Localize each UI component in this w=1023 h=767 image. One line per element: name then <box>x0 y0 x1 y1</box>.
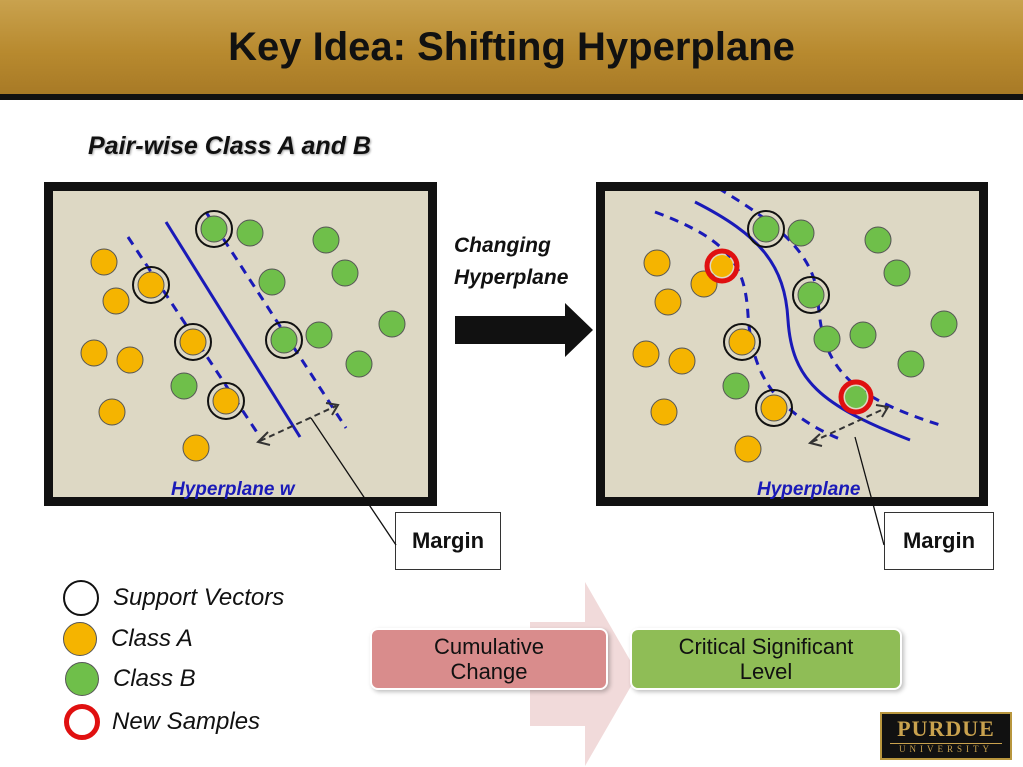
class-a-swatch-icon <box>63 622 97 656</box>
class-b-point <box>258 268 286 296</box>
class-b-swatch-icon <box>65 662 99 696</box>
support-vector-swatch-icon <box>63 580 99 616</box>
legend-support-vectors: Support Vectors <box>63 580 284 616</box>
title-bar: Key Idea: Shifting Hyperplane <box>0 0 1023 100</box>
class-b-point <box>170 372 198 400</box>
class-a-point <box>80 339 108 367</box>
logo-subtitle: UNIVERSITY <box>890 743 1002 754</box>
class-b-point <box>864 226 892 254</box>
right-margin-arrowhead-b <box>875 404 890 418</box>
critical-line-2: Level <box>739 659 793 684</box>
right-panel: Hyperplane <box>596 182 988 506</box>
class-a-point <box>98 398 126 426</box>
changing-hyperplane-label: Changing Hyperplane <box>454 230 568 294</box>
class-a-point <box>102 287 130 315</box>
class-b-point <box>378 310 406 338</box>
right-margin-curve-b <box>720 191 941 427</box>
class-a-support-vector <box>137 271 165 299</box>
support-vector-ring <box>195 210 233 248</box>
class-b-support-vector <box>270 326 298 354</box>
cumulative-line-1: Cumulative <box>433 634 545 659</box>
legend-new-samples-label: New Samples <box>112 708 261 735</box>
right-margin-arrowhead-a <box>807 433 823 447</box>
cumulative-line-2: Change <box>450 659 528 684</box>
class-b-point <box>722 372 750 400</box>
legend-class-b: Class B <box>65 662 196 696</box>
class-a-point <box>643 249 671 277</box>
class-a-support-vector <box>179 328 207 356</box>
class-b-support-vector <box>797 281 825 309</box>
support-vector-ring <box>265 321 303 359</box>
support-vector-ring <box>132 266 170 304</box>
class-a-support-vector <box>728 328 756 356</box>
class-a-point <box>654 288 682 316</box>
class-b-point <box>883 259 911 287</box>
right-panel-diagram <box>632 191 958 463</box>
new-sample-ring <box>838 379 874 415</box>
legend-class-a: Class A <box>63 622 193 656</box>
slide-title: Key Idea: Shifting Hyperplane <box>228 24 795 69</box>
changing-label-line-2: Hyperplane <box>454 266 569 289</box>
legend-new-samples: New Samples <box>64 704 260 740</box>
legend-class-b-label: Class B <box>113 665 196 692</box>
class-a-point <box>734 435 762 463</box>
left-panel: Hyperplane w <box>44 182 437 506</box>
left-margin-arrow <box>259 405 337 442</box>
changing-label-line-1: Changing <box>454 234 551 257</box>
cumulative-change-box: Cumulative Change <box>370 628 608 690</box>
left-margin-arrowhead-a <box>256 431 271 446</box>
class-a-point <box>182 434 210 462</box>
legend-support-vectors-label: Support Vectors <box>113 584 285 611</box>
new-sample-class-b <box>845 386 867 408</box>
subtitle: Pair-wise Class A and B <box>88 132 371 160</box>
class-a-point <box>116 346 144 374</box>
right-hyperplane-label: Hyperplane <box>757 479 861 500</box>
support-vector-ring <box>207 382 245 420</box>
logo-name: PURDUE <box>897 716 995 741</box>
left-margin-arrowhead-b <box>325 402 340 416</box>
legend-class-a-label: Class A <box>111 625 193 652</box>
critical-line-1: Critical Significant <box>678 634 854 659</box>
class-b-support-vector <box>752 215 780 243</box>
class-a-point <box>632 340 660 368</box>
support-vector-ring <box>174 323 212 361</box>
right-margin-arrow <box>811 407 887 443</box>
left-panel-diagram <box>80 210 406 462</box>
class-a-support-vector <box>212 387 240 415</box>
class-b-point <box>849 321 877 349</box>
changing-arrow-icon <box>455 303 593 357</box>
new-sample-swatch-icon <box>64 704 100 740</box>
class-b-point <box>897 350 925 378</box>
support-vector-ring <box>792 276 830 314</box>
class-a-point <box>650 398 678 426</box>
class-b-point <box>813 325 841 353</box>
left-margin-line-b <box>204 211 348 429</box>
purdue-logo: PURDUE UNIVERSITY <box>880 712 1012 760</box>
class-b-point <box>312 226 340 254</box>
left-margin-box: Margin <box>395 512 501 570</box>
right-margin-box: Margin <box>884 512 994 570</box>
class-b-point <box>787 219 815 247</box>
class-a-support-vector <box>760 394 788 422</box>
class-b-point <box>305 321 333 349</box>
support-vector-ring <box>747 210 785 248</box>
class-b-point <box>345 350 373 378</box>
class-b-point <box>331 259 359 287</box>
left-hyperplane-line <box>164 221 302 438</box>
new-sample-class-a <box>711 255 733 277</box>
class-b-support-vector <box>200 215 228 243</box>
class-a-point <box>668 347 696 375</box>
critical-level-box: Critical Significant Level <box>630 628 902 690</box>
new-sample-ring <box>704 248 740 284</box>
class-b-point <box>236 219 264 247</box>
class-a-point <box>90 248 118 276</box>
support-vector-ring <box>723 323 761 361</box>
support-vector-ring <box>755 389 793 427</box>
left-hyperplane-label: Hyperplane w <box>171 479 295 500</box>
class-b-point <box>930 310 958 338</box>
